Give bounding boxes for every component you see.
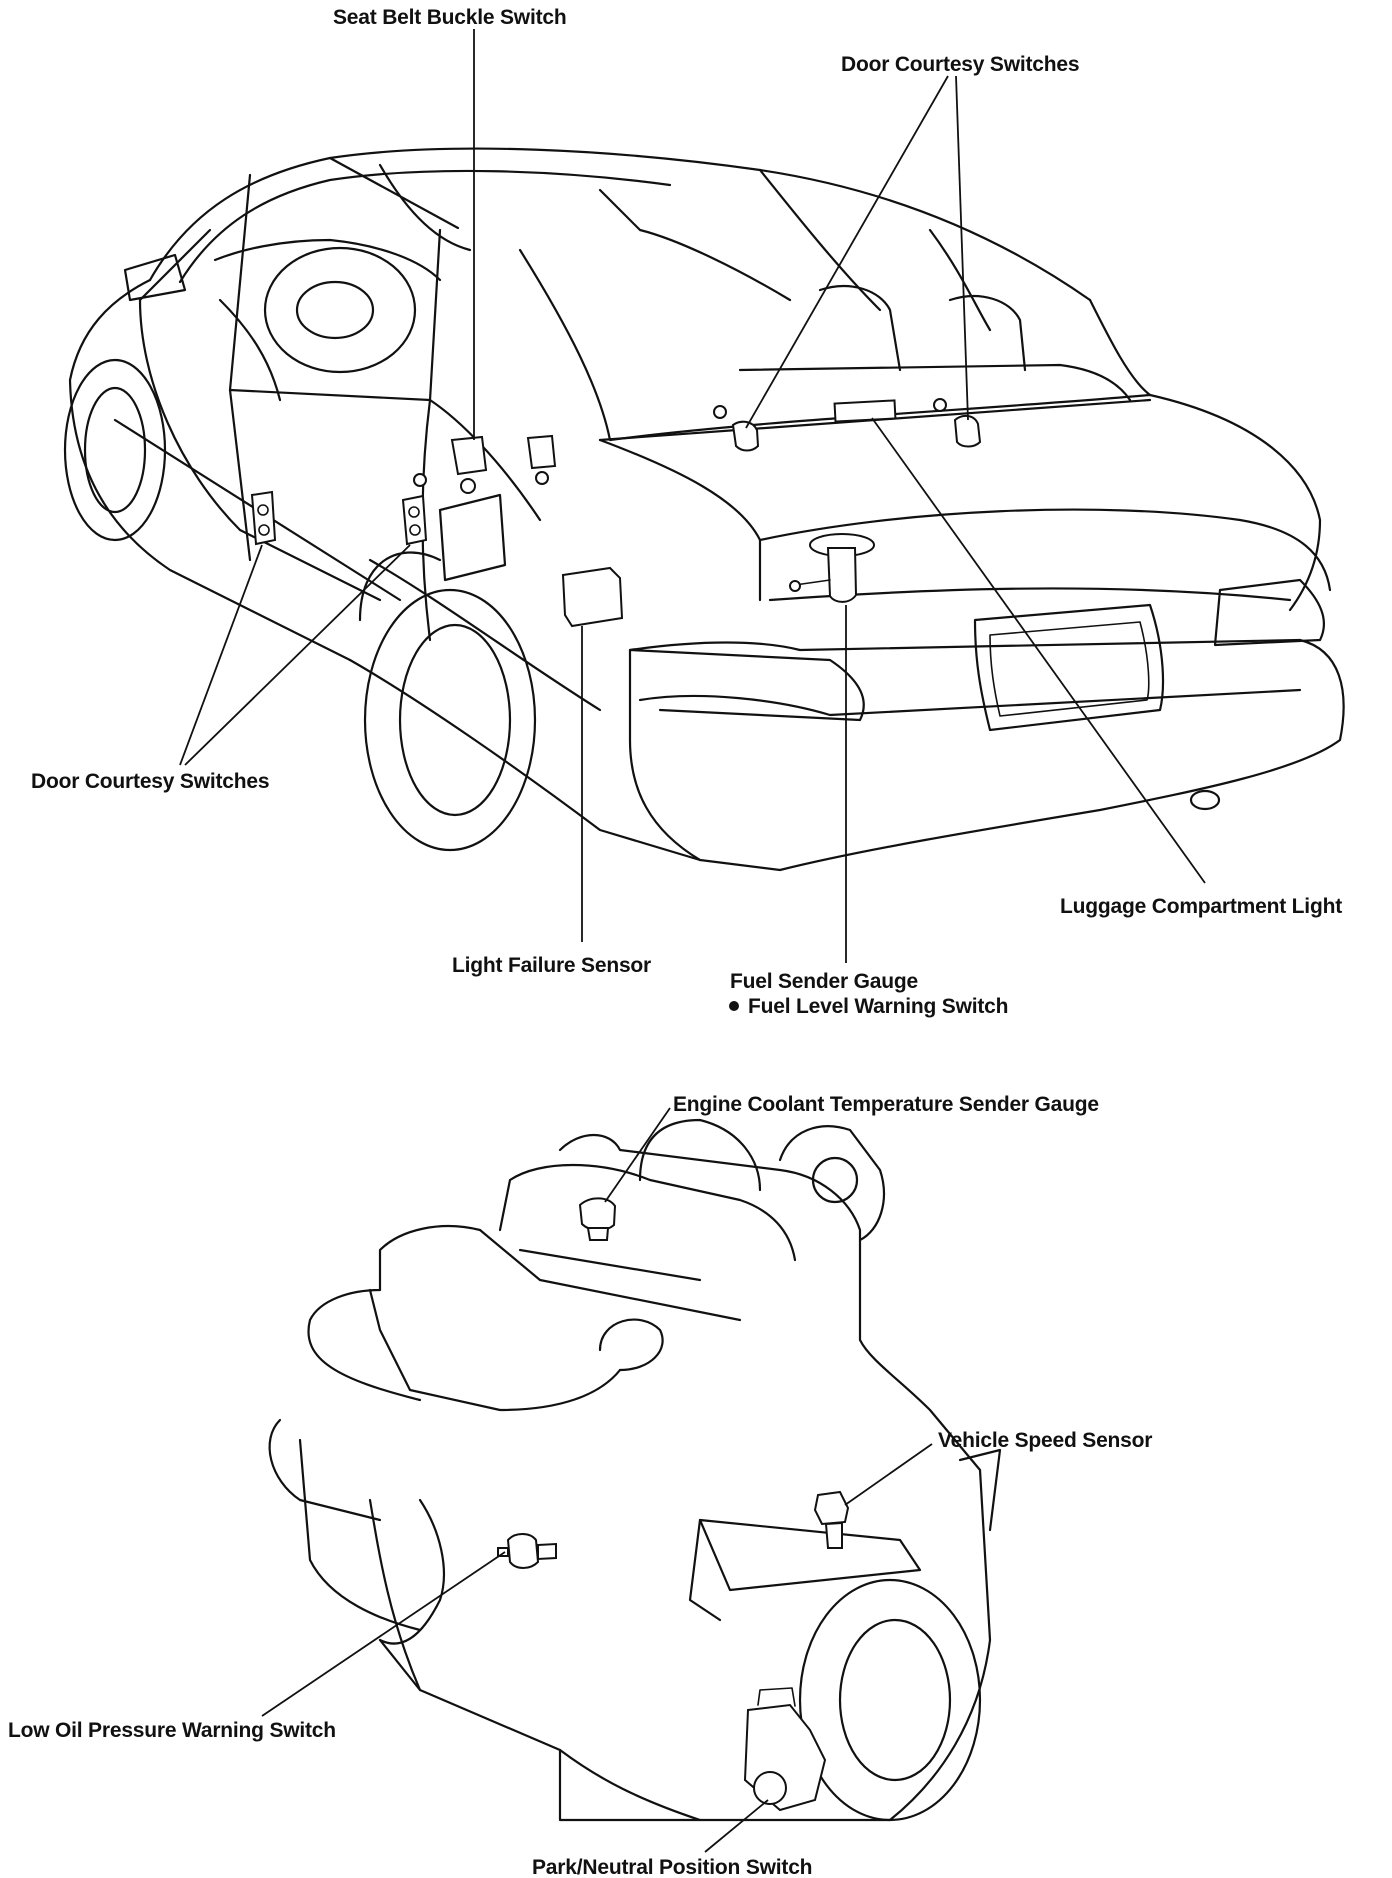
label-low-oil-pressure-warning-switch: Low Oil Pressure Warning Switch <box>8 1719 336 1742</box>
door-courtesy-switch-front-right <box>401 473 428 546</box>
label-seat-belt-buckle-switch: Seat Belt Buckle Switch <box>333 6 566 29</box>
leader-luggage-light <box>871 417 1206 884</box>
park-neutral-switch-part <box>743 1687 827 1812</box>
label-engine-coolant-temperature-sender-gauge: Engine Coolant Temperature Sender Gauge <box>673 1093 1099 1116</box>
label-park-neutral-position-switch: Park/Neutral Position Switch <box>532 1856 812 1878</box>
label-luggage-compartment-light: Luggage Compartment Light <box>1060 895 1342 918</box>
luggage-compartment-light-part <box>833 399 897 423</box>
seat-belt-buckle-part <box>450 434 557 494</box>
door-courtesy-switch-front-left <box>250 490 277 546</box>
leader-low-oil <box>261 1551 506 1717</box>
leader-door-courtesy-rear-left <box>745 75 949 429</box>
bullet-icon <box>729 1001 739 1011</box>
labels: Seat Belt Buckle Switch Door Courtesy Sw… <box>8 6 1342 1878</box>
label-door-courtesy-switches-rear: Door Courtesy Switches <box>841 53 1079 76</box>
low-oil-pressure-switch-part <box>497 1533 557 1569</box>
leader-coolant-temp <box>604 1107 671 1203</box>
fuel-sender-gauge-part <box>789 533 875 603</box>
leader-park-neutral <box>704 1799 769 1853</box>
leader-door-courtesy-front-left <box>179 544 263 766</box>
label-fuel-level-warning-switch: Fuel Level Warning Switch <box>748 995 1008 1018</box>
engine-illustration <box>268 1118 1002 1822</box>
coolant-temp-sender-part <box>578 1197 617 1241</box>
label-vehicle-speed-sensor: Vehicle Speed Sensor <box>938 1429 1152 1452</box>
leader-door-courtesy-front-right <box>184 544 411 766</box>
light-failure-sensor-part <box>561 566 624 628</box>
door-courtesy-switch-rear-right <box>933 398 982 448</box>
leader-lines <box>179 29 1206 1853</box>
leader-speed-sensor <box>844 1443 933 1506</box>
vehicle-speed-sensor-part <box>813 1490 850 1549</box>
label-door-courtesy-switches-front: Door Courtesy Switches <box>31 770 269 793</box>
leader-door-courtesy-rear-right <box>955 75 969 421</box>
label-fuel-sender-gauge: Fuel Sender Gauge <box>730 970 918 993</box>
door-courtesy-switch-rear-left <box>713 405 760 452</box>
label-light-failure-sensor: Light Failure Sensor <box>452 954 651 977</box>
